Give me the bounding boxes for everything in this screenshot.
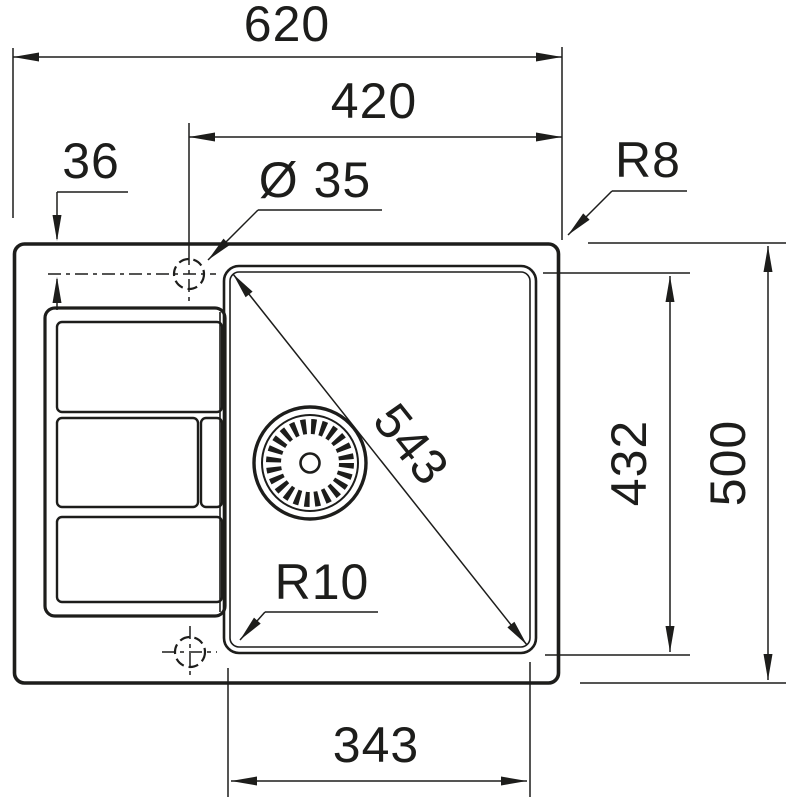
dim-overall-depth: 500 [580, 242, 786, 684]
dim-bowl-length-label: 432 [601, 420, 657, 506]
sink-outline [12, 242, 561, 685]
drainboard-rib [55, 515, 224, 604]
dim-tap-hole-offset-label: 36 [62, 133, 120, 189]
dim-bowl-length: 432 [543, 272, 690, 656]
tap-hole-top [48, 252, 216, 302]
dim-tap-hole-offset: 36 [52, 133, 128, 310]
dim-overall-depth-label: 500 [700, 420, 756, 506]
dim-outer-corner-radius: R8 [567, 132, 687, 236]
dim-overall-width-label: 620 [244, 0, 330, 52]
dim-overall-width: 620 [12, 0, 563, 240]
dim-bowl-corner-radius-label: R10 [275, 554, 370, 610]
dim-bowl-diagonal-label: 543 [362, 393, 460, 496]
tap-hole-bottom [162, 626, 217, 679]
drainboard-rib [199, 416, 224, 509]
drainboard [43, 306, 227, 618]
dim-right-section-width: 420 [188, 73, 562, 252]
dim-tap-hole-diameter: Ø 35 [207, 152, 382, 261]
dim-bowl-width-label: 343 [333, 717, 419, 773]
dim-tap-hole-diameter-label: Ø 35 [259, 152, 371, 208]
dim-bowl-corner-radius: R10 [239, 554, 378, 641]
dim-right-section-width-label: 420 [331, 73, 417, 129]
dim-outer-corner-radius-label: R8 [615, 132, 681, 188]
drain-strainer [252, 405, 368, 521]
dim-bowl-width: 343 [227, 662, 531, 797]
drainboard-rib [55, 416, 200, 509]
drainboard-rib [55, 320, 224, 414]
